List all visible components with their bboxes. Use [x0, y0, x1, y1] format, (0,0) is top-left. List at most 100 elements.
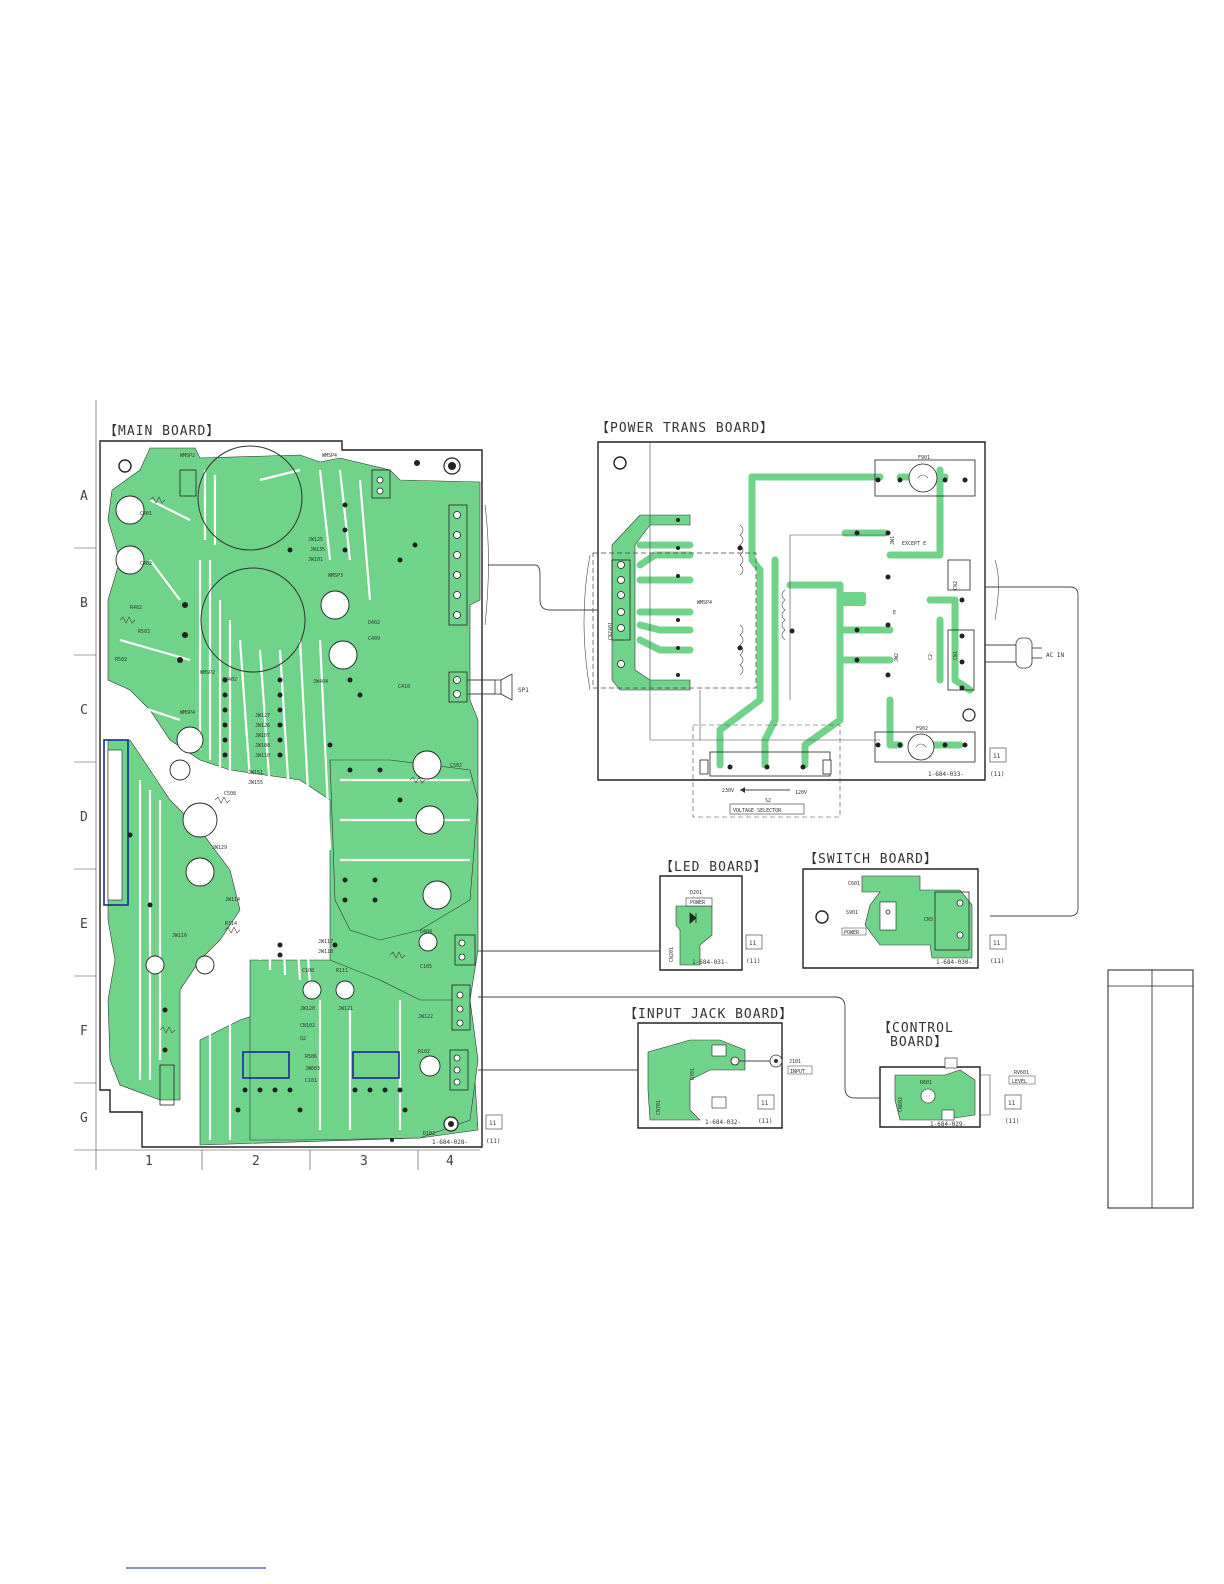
svg-text:S2: S2 — [765, 798, 771, 804]
power-trans-outline — [597, 441, 986, 781]
svg-text:F901: F901 — [918, 455, 930, 461]
svg-text:JW118: JW118 — [318, 949, 333, 955]
grid-col-1: 1 — [145, 1154, 153, 1169]
svg-text:R502: R502 — [115, 657, 127, 663]
switch-board: 【SWITCH BOARD】 C601 S901 POWER CN3 1-684… — [802, 852, 1007, 969]
svg-text:R402: R402 — [130, 605, 142, 611]
solder-pads — [127, 460, 420, 1142]
svg-text:C410: C410 — [398, 684, 410, 690]
svg-text:C508: C508 — [224, 791, 236, 797]
svg-text:JW117: JW117 — [318, 939, 333, 945]
main-ref-box — [485, 1114, 503, 1130]
svg-text:D404: D404 — [420, 929, 432, 935]
svg-text:(11): (11) — [746, 958, 760, 965]
mounting-hole-icon — [118, 459, 132, 473]
main-ref: 11 — [489, 1120, 497, 1127]
svg-text:(11): (11) — [990, 771, 1004, 778]
switch-copper — [861, 875, 973, 959]
led-cn201-label: CN201 — [669, 947, 675, 962]
svg-text:LEVEL: LEVEL — [1012, 1079, 1027, 1085]
svg-text:R503: R503 — [138, 629, 150, 635]
svg-text:CN701: CN701 — [656, 1100, 662, 1115]
grid-reference: A B C D E F G 1 2 3 4 — [74, 400, 480, 1170]
svg-text:11: 11 — [1008, 1100, 1016, 1107]
svg-text:D402: D402 — [368, 620, 380, 626]
speaker-icon — [467, 673, 513, 701]
reference-table — [1107, 969, 1194, 1209]
grid-row-b: B — [80, 596, 88, 611]
svg-text:JW108: JW108 — [255, 743, 270, 749]
svg-text:(11): (11) — [758, 1118, 772, 1125]
control-part-number: 1-684-029- — [930, 1121, 966, 1128]
svg-text:D102: D102 — [423, 1131, 435, 1137]
svg-text:JW120: JW120 — [300, 1006, 315, 1012]
connector-pins — [107, 469, 476, 1106]
power-trans-title: 【POWER TRANS BOARD】 — [596, 421, 774, 436]
svg-text:WMSP2: WMSP2 — [200, 670, 215, 676]
svg-text:11: 11 — [993, 940, 1001, 947]
svg-text:(11): (11) — [1005, 1118, 1019, 1125]
svg-text:WMSP4: WMSP4 — [697, 600, 712, 606]
svg-text:CN3: CN3 — [924, 917, 933, 923]
main-board-title: 【MAIN BOARD】 — [104, 424, 220, 439]
wire-bundle-bracket — [484, 504, 489, 626]
input-jack-part-number: 1-684-032- — [705, 1119, 741, 1126]
wire-power-to-switch — [985, 586, 1079, 917]
led-power-label: POWER — [690, 900, 706, 906]
svg-text:230V: 230V — [722, 788, 734, 794]
svg-text:JW110: JW110 — [255, 753, 270, 759]
svg-text:JW129: JW129 — [212, 845, 227, 851]
svg-text:C409: C409 — [368, 636, 380, 642]
ic-connector-outline — [103, 739, 129, 906]
svg-text:E: E — [893, 610, 896, 616]
power-trans-board: 【POWER TRANS BOARD】 — [592, 421, 1064, 818]
switch-board-title: 【SWITCH BOARD】 — [804, 852, 938, 867]
svg-text:C601: C601 — [848, 881, 860, 887]
label-sp1: SP1 — [518, 687, 529, 694]
mounting-hole-icon — [815, 910, 829, 924]
grid-col-4: 4 — [446, 1154, 454, 1169]
input-jack-copper — [647, 1039, 746, 1121]
svg-text:WMSP3: WMSP3 — [328, 573, 343, 579]
svg-text:JW121: JW121 — [338, 1006, 353, 1012]
svg-text:INPUT: INPUT — [790, 1069, 805, 1075]
svg-text:C2: C2 — [928, 654, 934, 660]
heatsink-circle-middle — [200, 567, 306, 673]
led-diode-icon — [689, 912, 697, 924]
svg-text:R102: R102 — [418, 1049, 430, 1055]
svg-text:CN7401: CN7401 — [608, 622, 614, 640]
power-trans-part-number: 1-684-033- — [928, 771, 964, 778]
main-isolation-lines — [119, 468, 470, 1140]
svg-text:POWER: POWER — [844, 930, 860, 936]
svg-text:(11): (11) — [990, 958, 1004, 965]
svg-text:CN602: CN602 — [898, 1097, 904, 1112]
svg-text:JW122: JW122 — [418, 1014, 433, 1020]
power-trans-component-labels: F901 F902 CN7401 WMSP4 JW1 EXCEPT E E JW… — [608, 455, 959, 804]
svg-text:CN2: CN2 — [953, 581, 959, 590]
svg-text:C401: C401 — [140, 511, 152, 517]
grid-row-d: D — [80, 810, 88, 825]
resistor-icons — [119, 496, 426, 1034]
grid-col-3: 3 — [360, 1154, 368, 1169]
main-ref2: (11) — [486, 1138, 500, 1145]
svg-text:C108: C108 — [302, 968, 314, 974]
svg-text:C502: C502 — [450, 763, 462, 769]
input-jack-title: 【INPUT JACK BOARD】 — [624, 1007, 793, 1022]
svg-text:11: 11 — [761, 1100, 769, 1107]
svg-text:C402: C402 — [140, 561, 152, 567]
svg-text:RV601: RV601 — [1014, 1070, 1029, 1076]
svg-text:WMSP4: WMSP4 — [322, 453, 337, 459]
svg-text:WMSP4: WMSP4 — [180, 710, 195, 716]
svg-text:JW2: JW2 — [894, 653, 900, 662]
main-copper-bottom — [249, 959, 479, 1141]
svg-text:JW114: JW114 — [225, 897, 240, 903]
svg-text:CN102: CN102 — [300, 1023, 315, 1029]
mounting-hole-center-icon — [448, 462, 456, 470]
svg-text:S901: S901 — [846, 910, 858, 916]
svg-text:11: 11 — [749, 940, 757, 947]
wire-bundle-bracket — [583, 554, 591, 691]
svg-text:C105: C105 — [420, 964, 432, 970]
svg-text:R506: R506 — [305, 1054, 317, 1060]
power-ref-box — [989, 747, 1007, 763]
